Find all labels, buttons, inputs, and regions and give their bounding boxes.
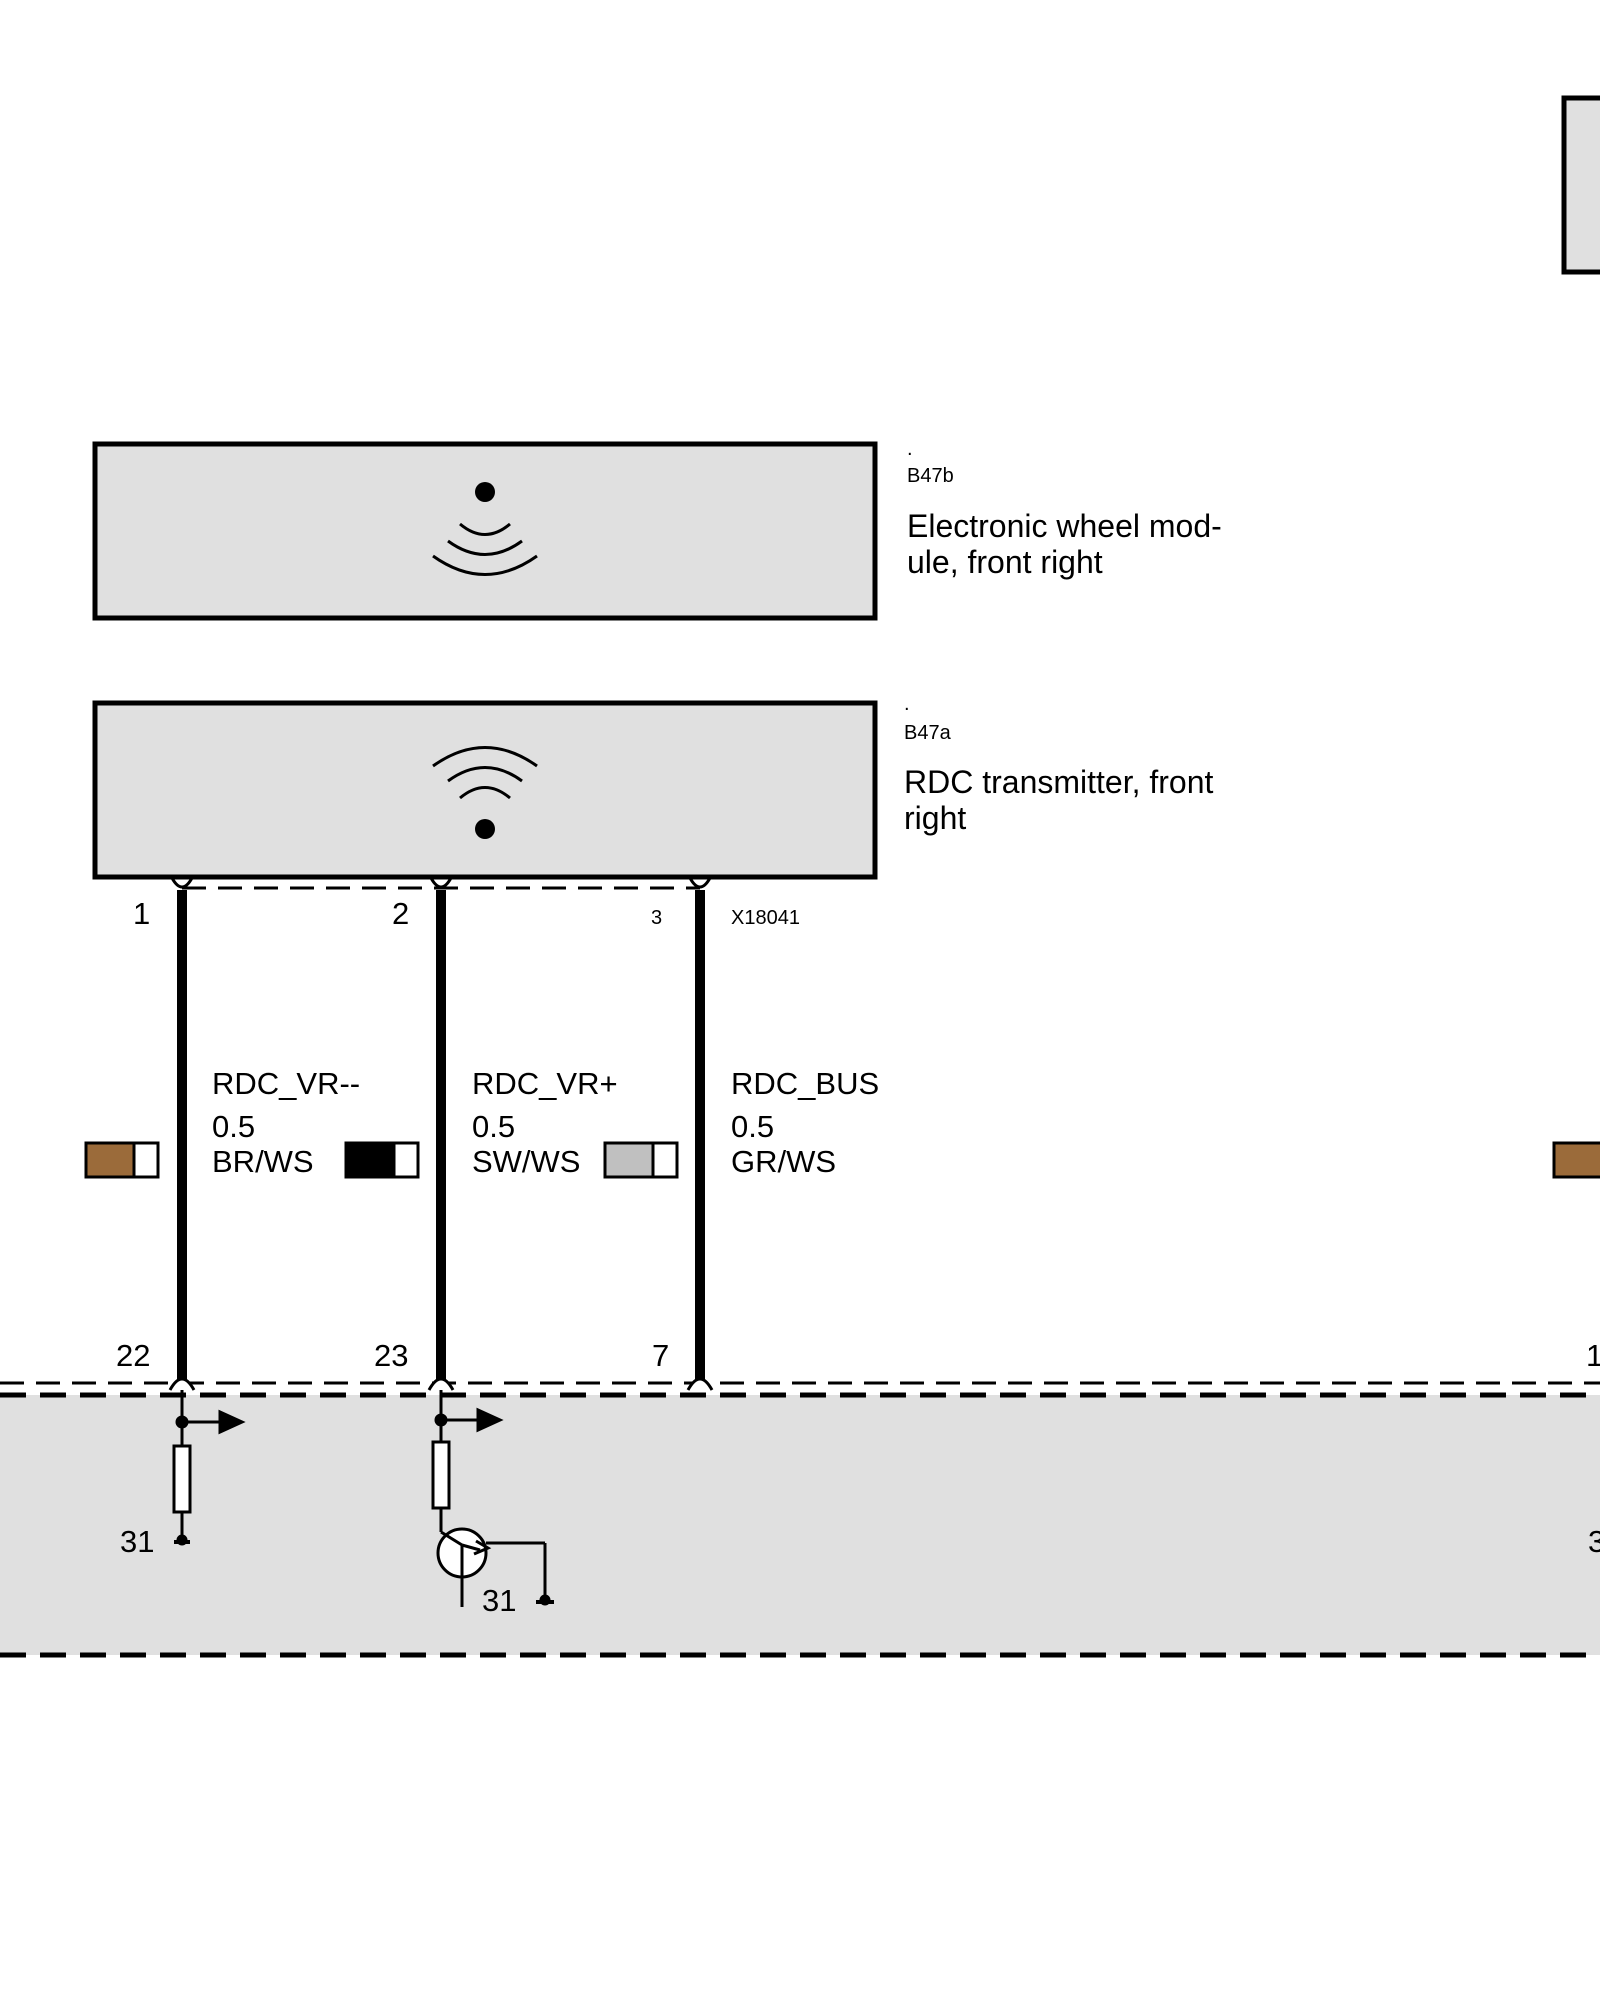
transistor-circuit — [431, 1390, 554, 1607]
wire-signal: RDC_VR-- — [212, 1066, 360, 1101]
wire-rdc-bus[interactable] — [686, 877, 714, 1391]
ground-label: 31 — [120, 1524, 154, 1559]
resistor-icon — [172, 1444, 192, 1514]
wire-color-code: GR/WS — [731, 1144, 836, 1179]
component-dot: . — [907, 438, 913, 460]
pin-number: 7 — [652, 1338, 669, 1373]
component-box-b47a[interactable] — [92, 700, 878, 880]
wire-signal: RDC_VR+ — [472, 1066, 618, 1101]
wire-label-rdc-vr-minus: RDC_VR-- 0.5 BR/WS — [212, 1066, 360, 1179]
ground-label: 31 — [482, 1583, 516, 1618]
wire-gauge: 0.5 — [472, 1109, 515, 1144]
wire-gauge: 0.5 — [731, 1109, 774, 1144]
wire-color-code: SW/WS — [472, 1144, 581, 1179]
connector-code: X18041 — [731, 907, 800, 929]
transmitting-waves-icon — [432, 746, 538, 839]
offpage-component-box — [1561, 95, 1600, 275]
wire-color-swatch — [344, 1141, 420, 1179]
pull-down-circuit — [172, 1390, 246, 1546]
pin-number: 23 — [374, 1338, 408, 1373]
component-name: right — [904, 800, 966, 836]
component-name: Electronic wheel mod- — [907, 508, 1222, 544]
wire-color-code: BR/WS — [212, 1144, 314, 1179]
ground-icon — [539, 1594, 551, 1606]
component-name: RDC transmitter, front — [904, 764, 1214, 800]
wire-color-swatch — [84, 1141, 160, 1179]
pin-number: 2 — [392, 896, 409, 931]
pin-number: 1 — [1586, 1338, 1600, 1373]
component-code: B47b — [907, 465, 954, 487]
component-b47a: . B47a RDC transmitter, front right — [92, 693, 1214, 880]
pin-number: 22 — [116, 1338, 150, 1373]
receiving-waves-icon — [432, 482, 538, 576]
component-b47b: . B47b Electronic wheel mod- ule, front … — [92, 438, 1222, 621]
component-name: ule, front right — [907, 544, 1103, 580]
pin-number: 1 — [133, 896, 150, 931]
ground-icon — [176, 1534, 188, 1546]
component-code: B47a — [904, 722, 952, 744]
wire-gauge: 0.5 — [212, 1109, 255, 1144]
wire-color-swatch — [1552, 1141, 1600, 1179]
wire-rdc-vr-plus[interactable] — [427, 877, 455, 1391]
resistor-icon — [431, 1440, 451, 1510]
ground-label: 3 — [1588, 1524, 1600, 1559]
control-unit-body[interactable] — [0, 1395, 1600, 1655]
wire-color-swatch — [603, 1141, 679, 1179]
component-dot: . — [904, 693, 910, 715]
wire-signal: RDC_BUS — [731, 1066, 879, 1101]
wire-rdc-vr-minus[interactable] — [168, 877, 196, 1391]
wire-label-rdc-bus: RDC_BUS 0.5 GR/WS — [731, 1066, 879, 1179]
component-box-b47b[interactable] — [92, 441, 878, 621]
control-unit — [0, 1381, 1600, 1658]
wire-label-rdc-vr-plus: RDC_VR+ 0.5 SW/WS — [472, 1066, 618, 1179]
pin-number: 3 — [651, 907, 662, 929]
